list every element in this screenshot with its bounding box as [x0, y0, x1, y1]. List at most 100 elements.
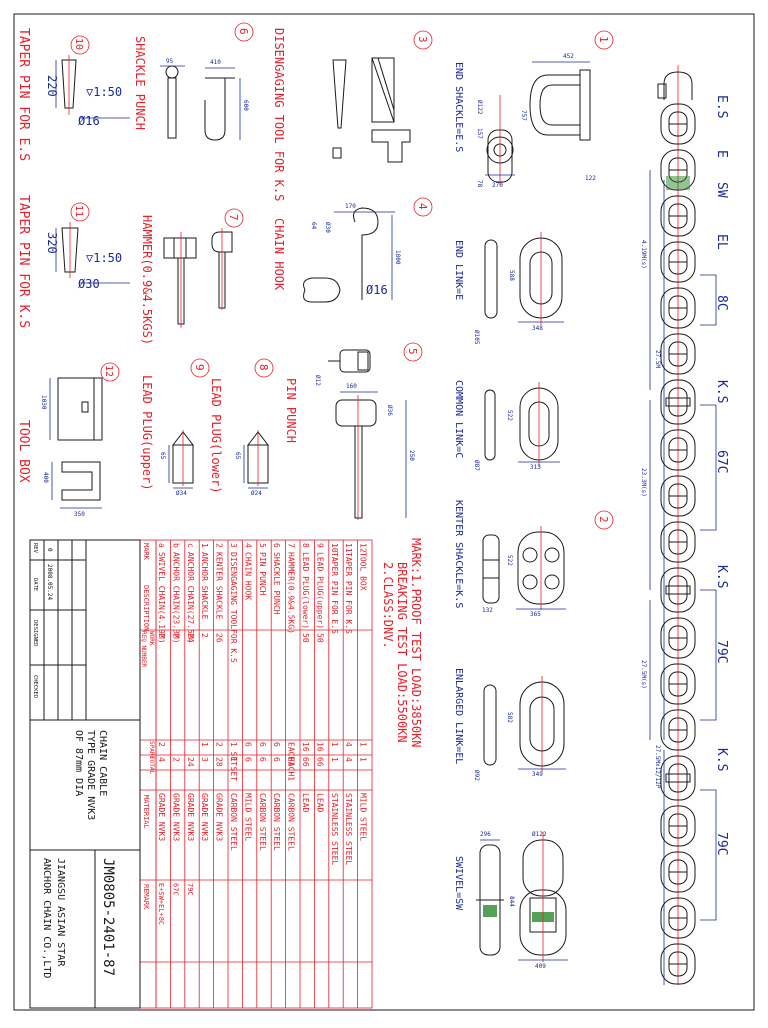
bom-row-desc: LEAD PLUG(lower) [301, 552, 310, 629]
pp-dim-3: 250 [408, 450, 415, 461]
bom-row-desc: DISENGAGING TOOLFOR K.S [229, 552, 238, 663]
bom-row-spare: 2 [215, 742, 224, 747]
chain-swivel-mark [666, 176, 690, 190]
segment-brackets [700, 274, 717, 921]
bom-row-mark: 6 [272, 543, 281, 548]
bom-row-material: CARBON STEEL [229, 793, 238, 851]
test-notes: MARK:1.PROOF TEST LOAD:3850KN BREAKING T… [381, 538, 423, 748]
lup-dim-0: 65 [159, 452, 166, 460]
swivel-drawing: 296 Ø122 844 409 SWIVEL=SW [453, 831, 568, 970]
drawing-number: JM0805-2401-87 [100, 858, 116, 976]
company-line-1: JIANGSU ASIAN STAR [55, 858, 66, 967]
disengaging-tool-label: DISENGAGING TOOL FOR K.S [272, 28, 286, 201]
chain-link [660, 851, 696, 893]
lead-plug-lower-label: LEAD PLUG(lower) [209, 378, 223, 494]
chain-link [660, 567, 696, 613]
chain-end-shackle [663, 71, 693, 100]
bom-header-total: TOTAL [148, 756, 155, 774]
bom-row-desc: PIN PUNCH [258, 552, 267, 596]
es-dim-3: 157 [476, 128, 483, 139]
callout-4: 4 [413, 197, 433, 217]
bom-row-spare: 16 [301, 742, 310, 752]
chain-link-hole [668, 387, 688, 417]
enl-dim-2: 349 [532, 771, 543, 778]
bom-row-work: 50 [315, 633, 324, 643]
bom-row-material: GRADE NVK3 [157, 793, 166, 841]
len-total: 27.5M [654, 350, 661, 368]
chain-hook-drawing: 170 1800 Ø16 64 Ø30 CHAIN HOOK [272, 203, 401, 303]
svg-text:10: 10 [73, 38, 84, 50]
ks-dim-2: 365 [530, 611, 541, 618]
ch-dim-4: Ø30 [324, 222, 331, 233]
swivel-label: SWIVEL=SW [453, 856, 464, 911]
bom-row-mark: 4 [243, 543, 252, 548]
len-67c: 23.3M(s) [640, 468, 647, 497]
seg-label-ks-2: K.S [714, 565, 729, 588]
es-dim-5: 270 [492, 182, 503, 189]
enlarged-link-label: ENLARGED LINK=EL [453, 668, 464, 764]
bom-row-remark: 79C [186, 883, 194, 896]
lead-plug-upper-drawing: 65 Ø34 LEAD PLUG(upper) [140, 375, 195, 497]
seg-label-8c: 8C [714, 295, 729, 311]
chain-link [660, 755, 696, 801]
bom-row-material: GRADE NVK3 [186, 793, 195, 841]
bom-row-mark: 10 [330, 543, 339, 553]
pp-dim-1: 160 [346, 383, 357, 390]
seg-label-el: EL [714, 234, 729, 250]
end-shackle-label: END SHACKLE=E.S [453, 62, 464, 152]
tpe-dim-0: 220 [45, 75, 59, 97]
lup-dim-1: Ø34 [176, 490, 187, 497]
bom-row-desc: TAPER PIN FOR E.S [330, 552, 339, 634]
kenter-joint [665, 397, 691, 407]
bom-row-material: GRADE NVK3 [215, 793, 224, 841]
bom-row-total: 1 [330, 757, 339, 762]
chain-link [660, 475, 696, 517]
bom-row-total: 4 [344, 757, 353, 762]
tool-box-label: TOOL BOX [16, 420, 31, 483]
bom-row-work: 2 [171, 633, 180, 638]
bom-row-material: GRADE NVK3 [171, 793, 180, 841]
seg-label-ks-3: K.S [714, 748, 729, 771]
note-line-1: MARK:1.PROOF TEST LOAD:3850KN [409, 538, 423, 748]
kenter-joint [665, 773, 691, 783]
sp-dim-1: 410 [210, 59, 221, 66]
sp-dim-2: 600 [242, 100, 249, 111]
callout-12: 12 [100, 362, 120, 382]
bom-row-spare: 4 [344, 742, 353, 747]
product-line-3: OF 87mm DIA [73, 730, 84, 796]
chain-link [660, 287, 696, 329]
date-header: DATE [32, 578, 38, 591]
hammer-drawing: HAMMER(0.9&4.5KGS) [140, 215, 233, 345]
callout-7: 7 [224, 208, 244, 228]
seg-label-67c: 67C [714, 450, 729, 473]
bom-row-mark: 8 [301, 543, 310, 548]
bom-row-total: EACH1 [287, 757, 296, 781]
callout-5: 5 [403, 342, 423, 362]
tool-box-drawing: 1030 400 350 TOOL BOX [16, 377, 103, 518]
callout-9: 9 [190, 358, 210, 378]
part-numbers: 1 2 3 4 5 6 7 8 9 10 11 12 [70, 22, 614, 530]
bom-row-mark: 2 [215, 543, 224, 548]
bom-row-total: 66 [315, 757, 324, 767]
enl-dim-1: Ø92 [473, 770, 480, 781]
callout-1: 1 [594, 30, 614, 50]
el-dim-2: 348 [532, 325, 543, 332]
ch-dim-2: Ø16 [366, 283, 388, 297]
kenter-shackle-drawing: 522 132 365 KENTER SHACKLE=K.S [453, 500, 566, 618]
ks-dim-1: 132 [482, 607, 493, 614]
ch-dim-3: 64 [310, 222, 317, 230]
bom-row-desc: SWIVEL CHAIN(4.19M) [157, 552, 166, 644]
product-line-2: TYPE GRADE NVK3 [85, 730, 96, 820]
note-line-2: BREAKING TEST LOAD:5500KN [395, 562, 409, 743]
lead-plug-lower-drawing: 65 Ø24 LEAD PLUG(lower) [209, 378, 270, 497]
bom-row-desc: ANCHOR CHAIN(27.5M) [186, 552, 195, 644]
chain-link [660, 195, 696, 237]
bom-row-mark: c [186, 543, 195, 548]
callout-8: 8 [254, 358, 274, 378]
tpk-dim-1: ▽1:50 [86, 251, 122, 265]
bom-header-material: MATERIAL [142, 795, 150, 829]
bom-row-total: 66 [301, 757, 310, 767]
bom-row-desc: KENTER SHACKLE [215, 552, 224, 620]
cl-dim-0: 522 [506, 410, 513, 421]
